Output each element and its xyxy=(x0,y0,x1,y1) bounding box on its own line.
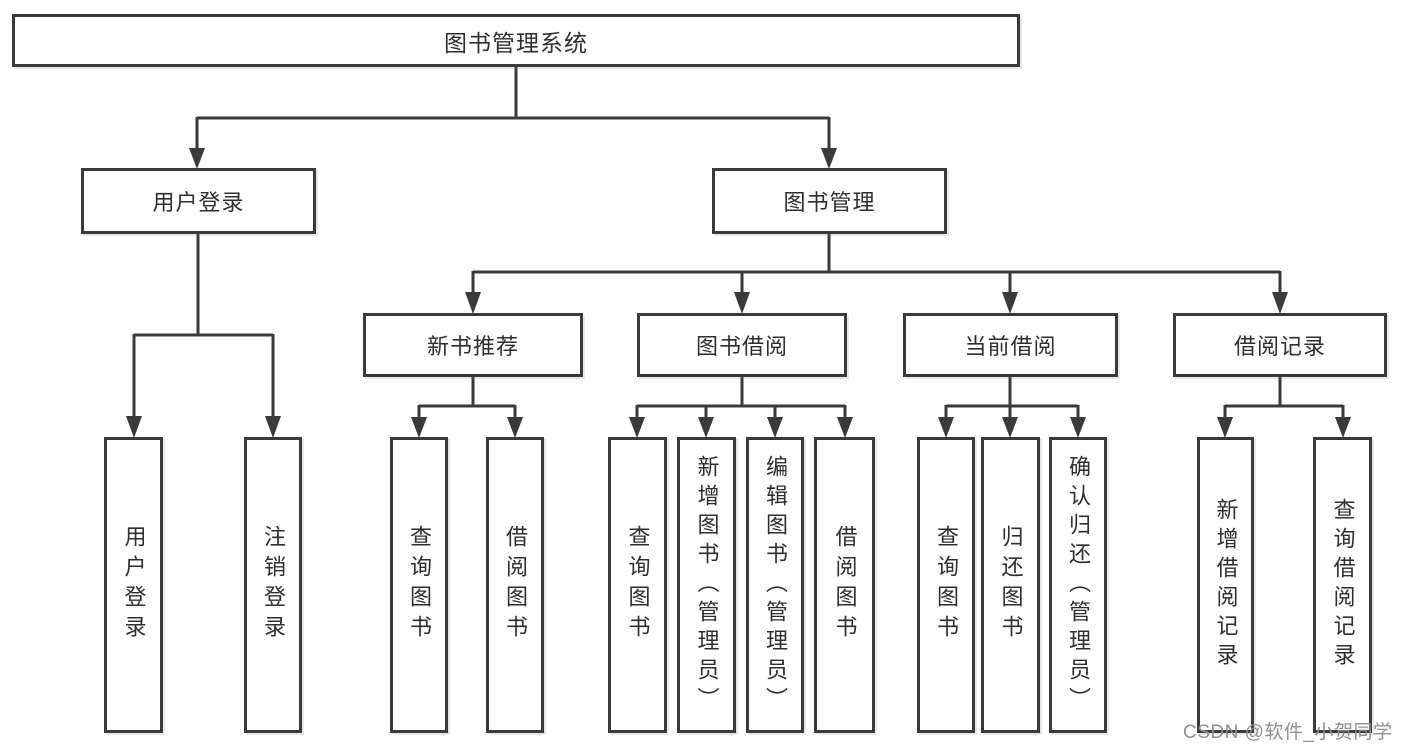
leaf-edit-book-admin: 编辑图书（管理员） xyxy=(746,437,804,733)
leaf-borrow-books-recommend: 借阅图书 xyxy=(486,437,544,733)
connector-user-login-branch xyxy=(132,234,275,418)
arrowheads-current-branch xyxy=(938,417,1086,438)
leaf-return-book: 归还图书 xyxy=(981,437,1040,733)
node-user-login: 用户登录 xyxy=(81,168,316,234)
arrowheads-user-login-branch xyxy=(126,416,281,438)
leaf-confirm-return-admin: 确认归还（管理员） xyxy=(1049,437,1107,733)
leaf-borrow-books: 借阅图书 xyxy=(814,437,875,733)
node-borrow-records: 借阅记录 xyxy=(1173,313,1387,377)
node-current-borrow: 当前借阅 xyxy=(903,313,1118,377)
leaf-query-borrow-record: 查询借阅记录 xyxy=(1313,437,1372,733)
arrowheads-recommend-branch xyxy=(411,417,523,438)
connector-current-branch xyxy=(944,377,1080,420)
leaf-query-books-current: 查询图书 xyxy=(917,437,975,733)
node-book-management: 图书管理 xyxy=(712,168,947,234)
leaf-add-borrow-record: 新增借阅记录 xyxy=(1197,437,1254,733)
connector-records-branch xyxy=(1223,377,1345,420)
connector-book-mgmt-branch xyxy=(471,234,1282,294)
connector-borrow-branch xyxy=(635,377,847,420)
leaf-logout: 注销登录 xyxy=(244,437,302,733)
node-book-borrow: 图书借阅 xyxy=(637,313,847,377)
node-new-book-recommend: 新书推荐 xyxy=(363,313,583,377)
leaf-query-books-recommend: 查询图书 xyxy=(390,437,448,733)
arrowheads-records-branch xyxy=(1217,417,1351,438)
leaf-query-books-borrow: 查询图书 xyxy=(608,437,667,733)
csdn-watermark: CSDN @软件_小贺同学 xyxy=(1183,722,1393,743)
connector-root-to-level2 xyxy=(195,67,831,150)
arrowheads-borrow-branch xyxy=(629,417,853,438)
node-root-system: 图书管理系统 xyxy=(12,14,1020,67)
leaf-add-book-admin: 新增图书（管理员） xyxy=(677,437,736,733)
connector-recommend-branch xyxy=(417,377,517,420)
arrowheads-book-mgmt-branch xyxy=(465,292,1288,314)
leaf-user-login: 用户登录 xyxy=(104,437,163,733)
arrowheads-level2 xyxy=(189,148,837,169)
